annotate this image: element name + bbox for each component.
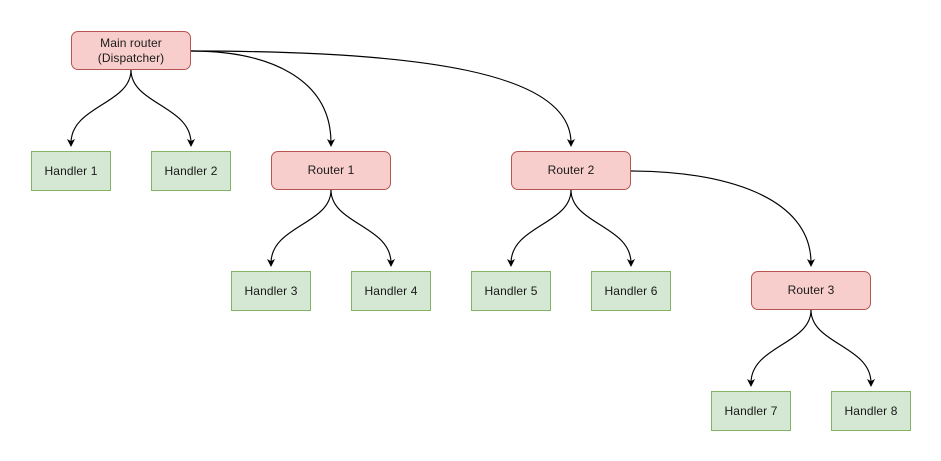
edge-router1-to-handler4: [330, 189, 396, 268]
node-router-1[interactable]: Router 1: [271, 151, 391, 190]
node-label-handler-7: Handler 7: [724, 403, 778, 418]
node-label-handler-1: Handler 1: [44, 163, 98, 178]
edge-router1-to-handler3: [266, 189, 332, 268]
edge-router2-to-router3: [630, 170, 816, 268]
edge-main_router-to-handler2: [130, 69, 196, 148]
edge-main_router-to-handler1: [66, 69, 132, 148]
node-label-handler-8: Handler 8: [844, 403, 898, 418]
node-label-main-router: Main router (Dispatcher): [97, 35, 165, 65]
node-handler-6[interactable]: Handler 6: [591, 271, 671, 311]
node-handler-8[interactable]: Handler 8: [831, 391, 911, 431]
node-handler-5[interactable]: Handler 5: [471, 271, 551, 311]
edge-group: [66, 50, 876, 388]
node-label-handler-4: Handler 4: [364, 283, 418, 298]
node-label-handler-6: Handler 6: [604, 283, 658, 298]
node-handler-7[interactable]: Handler 7: [711, 391, 791, 431]
node-label-handler-2: Handler 2: [164, 163, 218, 178]
edge-router2-to-handler6: [570, 189, 636, 268]
node-handler-2[interactable]: Handler 2: [151, 151, 231, 191]
node-main-router[interactable]: Main router (Dispatcher): [71, 31, 191, 70]
node-handler-3[interactable]: Handler 3: [231, 271, 311, 311]
node-label-handler-3: Handler 3: [244, 283, 298, 298]
node-router-3[interactable]: Router 3: [751, 271, 871, 310]
edge-router2-to-handler5: [506, 189, 572, 268]
edge-router3-to-handler8: [810, 309, 876, 388]
node-handler-4[interactable]: Handler 4: [351, 271, 431, 311]
edge-router3-to-handler7: [746, 309, 812, 388]
node-router-2[interactable]: Router 2: [511, 151, 631, 190]
node-label-router-2: Router 2: [547, 163, 595, 177]
node-label-router-1: Router 1: [307, 163, 355, 177]
node-label-router-3: Router 3: [787, 283, 835, 297]
edge-main_router-to-router1: [190, 50, 336, 148]
edge-main_router-to-router2: [190, 50, 576, 148]
node-label-handler-5: Handler 5: [484, 283, 538, 298]
node-handler-1[interactable]: Handler 1: [31, 151, 111, 191]
